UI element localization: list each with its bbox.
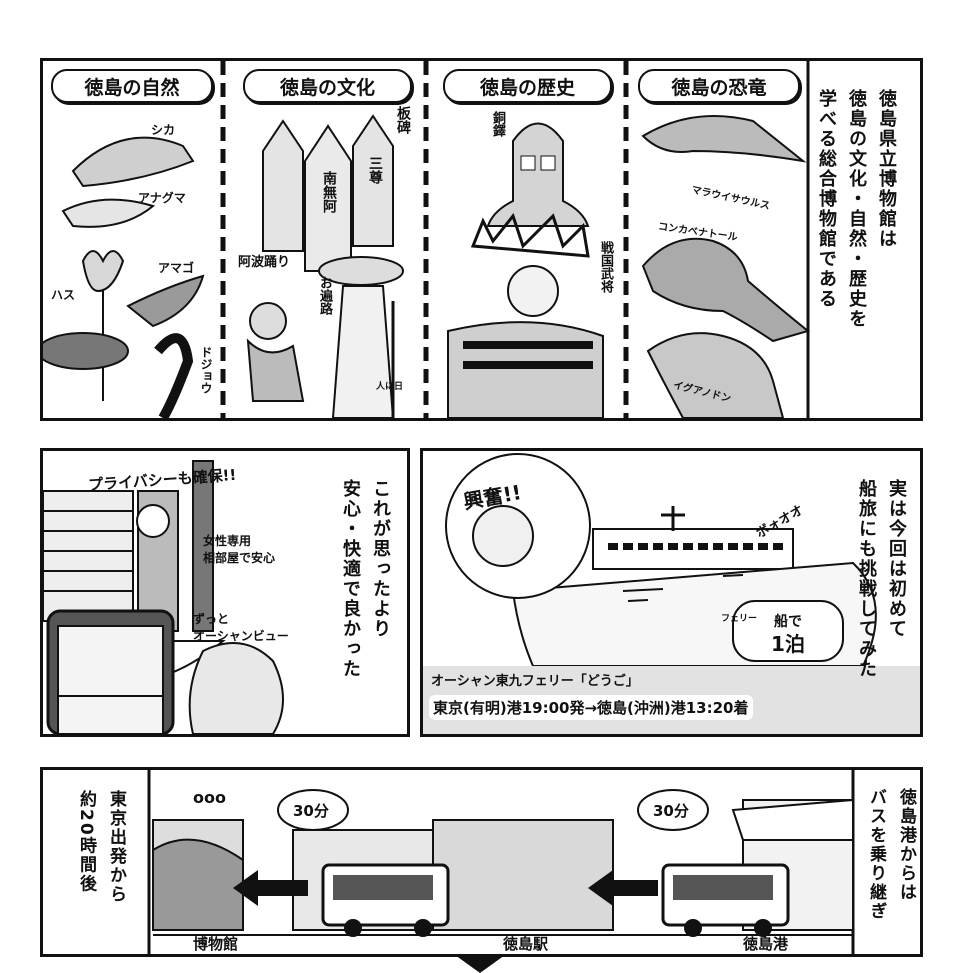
note1-line-2: 相部屋で安心 [203,551,276,565]
ferry-schedule: 東京(有明)港19:00発→徳島(沖洲)港13:20着 [429,695,753,720]
panel3-art [423,453,920,734]
stop-tokushima-port: 徳島港 [743,935,789,953]
caption4-left-1: 東京出発から [106,790,126,904]
section-title-history: 徳島の歴史 [443,69,612,103]
stone-text-1: 南無阿 [321,171,337,213]
stone-text-2: 三尊 [367,156,383,184]
label-pilgrim-stick: 人に日 [376,382,404,392]
note2-line-1: ずっと [193,612,230,626]
note2-line-2: オーシャンビュー [193,629,289,643]
caption4-right-2: バスを乗り継ぎ [866,788,886,921]
caption4-right-1: 徳島港からは [896,788,916,902]
caption-line-1: 徳島県立博物館は [876,89,897,249]
caption-line-2: 徳島の文化・自然・歴史を [846,89,867,329]
panel4-caption-right: 徳島港からは バスを乗り継ぎ [861,788,920,953]
label-lotus: ハス [51,288,76,302]
panel2-art [43,460,284,734]
stop-tokushima-station: 徳島駅 [503,935,549,953]
label-ohenro: お遍路 [317,276,332,315]
stop-museum: 博物館 [193,935,239,953]
panel4-art [147,770,855,954]
sfx-sigh: ooo [193,788,226,807]
caption4-left-2: 約20時間後 [76,790,96,894]
ferry-name: オーシャン東九フェリー「どうご」 [431,674,639,689]
panel1-art [43,61,811,418]
bubble-one-night: 船で 1泊 [748,611,828,655]
bubble-line-1: 船で [774,614,802,630]
ferry-hull-label: フェリー [721,614,758,624]
note-women-only: 女性専用 相部屋で安心 [203,533,275,567]
panel1-caption: 徳島県立博物館は 徳島の文化・自然・歴史を 学べる総合博物館である [811,89,920,409]
panel-ferry-trip: 興奮!! ボォオオ フェリー 船で 1泊 オーシャン東九フェリー「どうご」 東京… [420,448,923,737]
travel-time-station: 30分 [653,802,689,820]
caption2-line-1: これが思ったより [370,479,391,639]
panel-ferry-room: プライバシーも確保!! 女性専用 相部屋で安心 ずっと オーシャンビュー これが… [40,448,410,737]
bubble-line-2: 1泊 [771,632,805,656]
panel3-caption: 実は今回は初めて 船旅にも挑戦してみた [851,479,911,729]
caption3-line-1: 実は今回は初めて [886,479,907,639]
panel2-caption: これが思ったより 安心・快適で良かった [335,479,395,729]
caption-line-3: 学べる総合博物館である [816,89,837,309]
caption3-line-2: 船旅にも挑戦してみた [856,479,877,679]
label-badger: アナグマ [138,191,186,205]
label-itabi: 板碑 [395,106,411,134]
panel4-caption-left: 東京出発から 約20時間後 [71,790,131,950]
travel-time-museum: 30分 [293,802,329,820]
panel-museum-intro: 徳島の自然 徳島の文化 徳島の歴史 徳島の恐竜 シカ アナグマ アマゴ ハス ド… [40,58,923,421]
section-title-culture: 徳島の文化 [243,69,412,103]
section-title-dinosaur: 徳島の恐竜 [638,69,800,103]
note1-line-1: 女性専用 [203,534,252,548]
label-dotaku: 銅鐸 [490,111,505,137]
label-sengoku-busho: 戦国武将 [598,241,613,293]
label-deer: シカ [151,123,176,137]
label-amago: アマゴ [158,261,195,275]
bottom-arrow-icon [455,955,505,973]
label-awa-odori: 阿波踊り [238,255,291,270]
section-title-nature: 徳島の自然 [51,69,213,103]
caption2-line-2: 安心・快適で良かった [340,479,361,679]
note-ocean-view: ずっと オーシャンビュー [193,611,289,645]
panel-bus-transfer: 30分 30分 ooo 博物館 徳島駅 徳島港 東京出発から 約20時間後 徳島… [40,767,923,957]
label-loach: ドジョウ [199,346,213,394]
